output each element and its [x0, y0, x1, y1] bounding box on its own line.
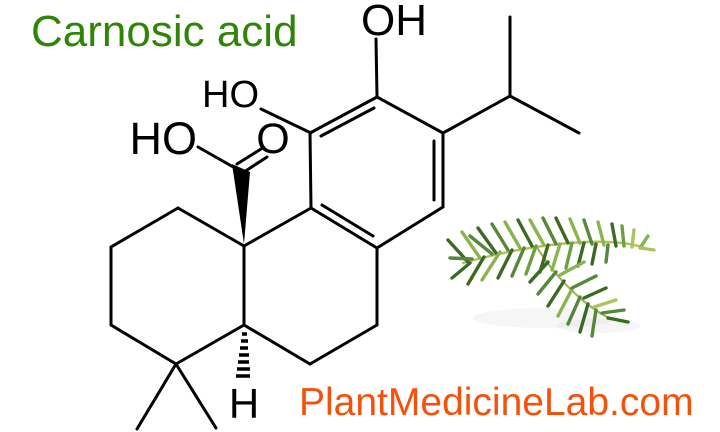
carboxyl-ho-bond [196, 145, 237, 170]
aromatic-ring [308, 95, 445, 250]
isopropyl-methyl-right [508, 94, 581, 135]
phenol-left-label: HO [202, 74, 259, 116]
bond-group [109, 15, 581, 431]
carboxyl-oxygen-label: O [256, 115, 289, 163]
ring-a [109, 206, 246, 431]
double-bond-inner [320, 203, 375, 238]
substituent-bonds [196, 15, 581, 174]
isopropyl-bond [441, 94, 512, 135]
ring-junction-hydrogen-label: H [229, 380, 259, 427]
carboxyl-hydroxyl-label: HO [130, 113, 198, 164]
stereo-hash-bond [236, 332, 250, 378]
carbonyl-double-bond [242, 155, 269, 174]
carbonyl-double-bond [235, 147, 263, 166]
methyl-bond-right [174, 362, 218, 430]
phenol-top-bond [374, 37, 379, 98]
rosemary-sprig-image [446, 216, 656, 338]
ring-b [242, 206, 379, 366]
methyl-bond-left [135, 362, 178, 431]
page-title: Carnosic acid [31, 7, 298, 56]
phenol-left-bond [259, 107, 313, 135]
double-bond-inner [319, 106, 376, 138]
website-url: PlantMedicineLab.com [299, 381, 694, 424]
rosemary-needles [446, 216, 656, 338]
stereo-wedge-bond [232, 164, 250, 244]
phenol-top-label: OH [361, 0, 427, 45]
